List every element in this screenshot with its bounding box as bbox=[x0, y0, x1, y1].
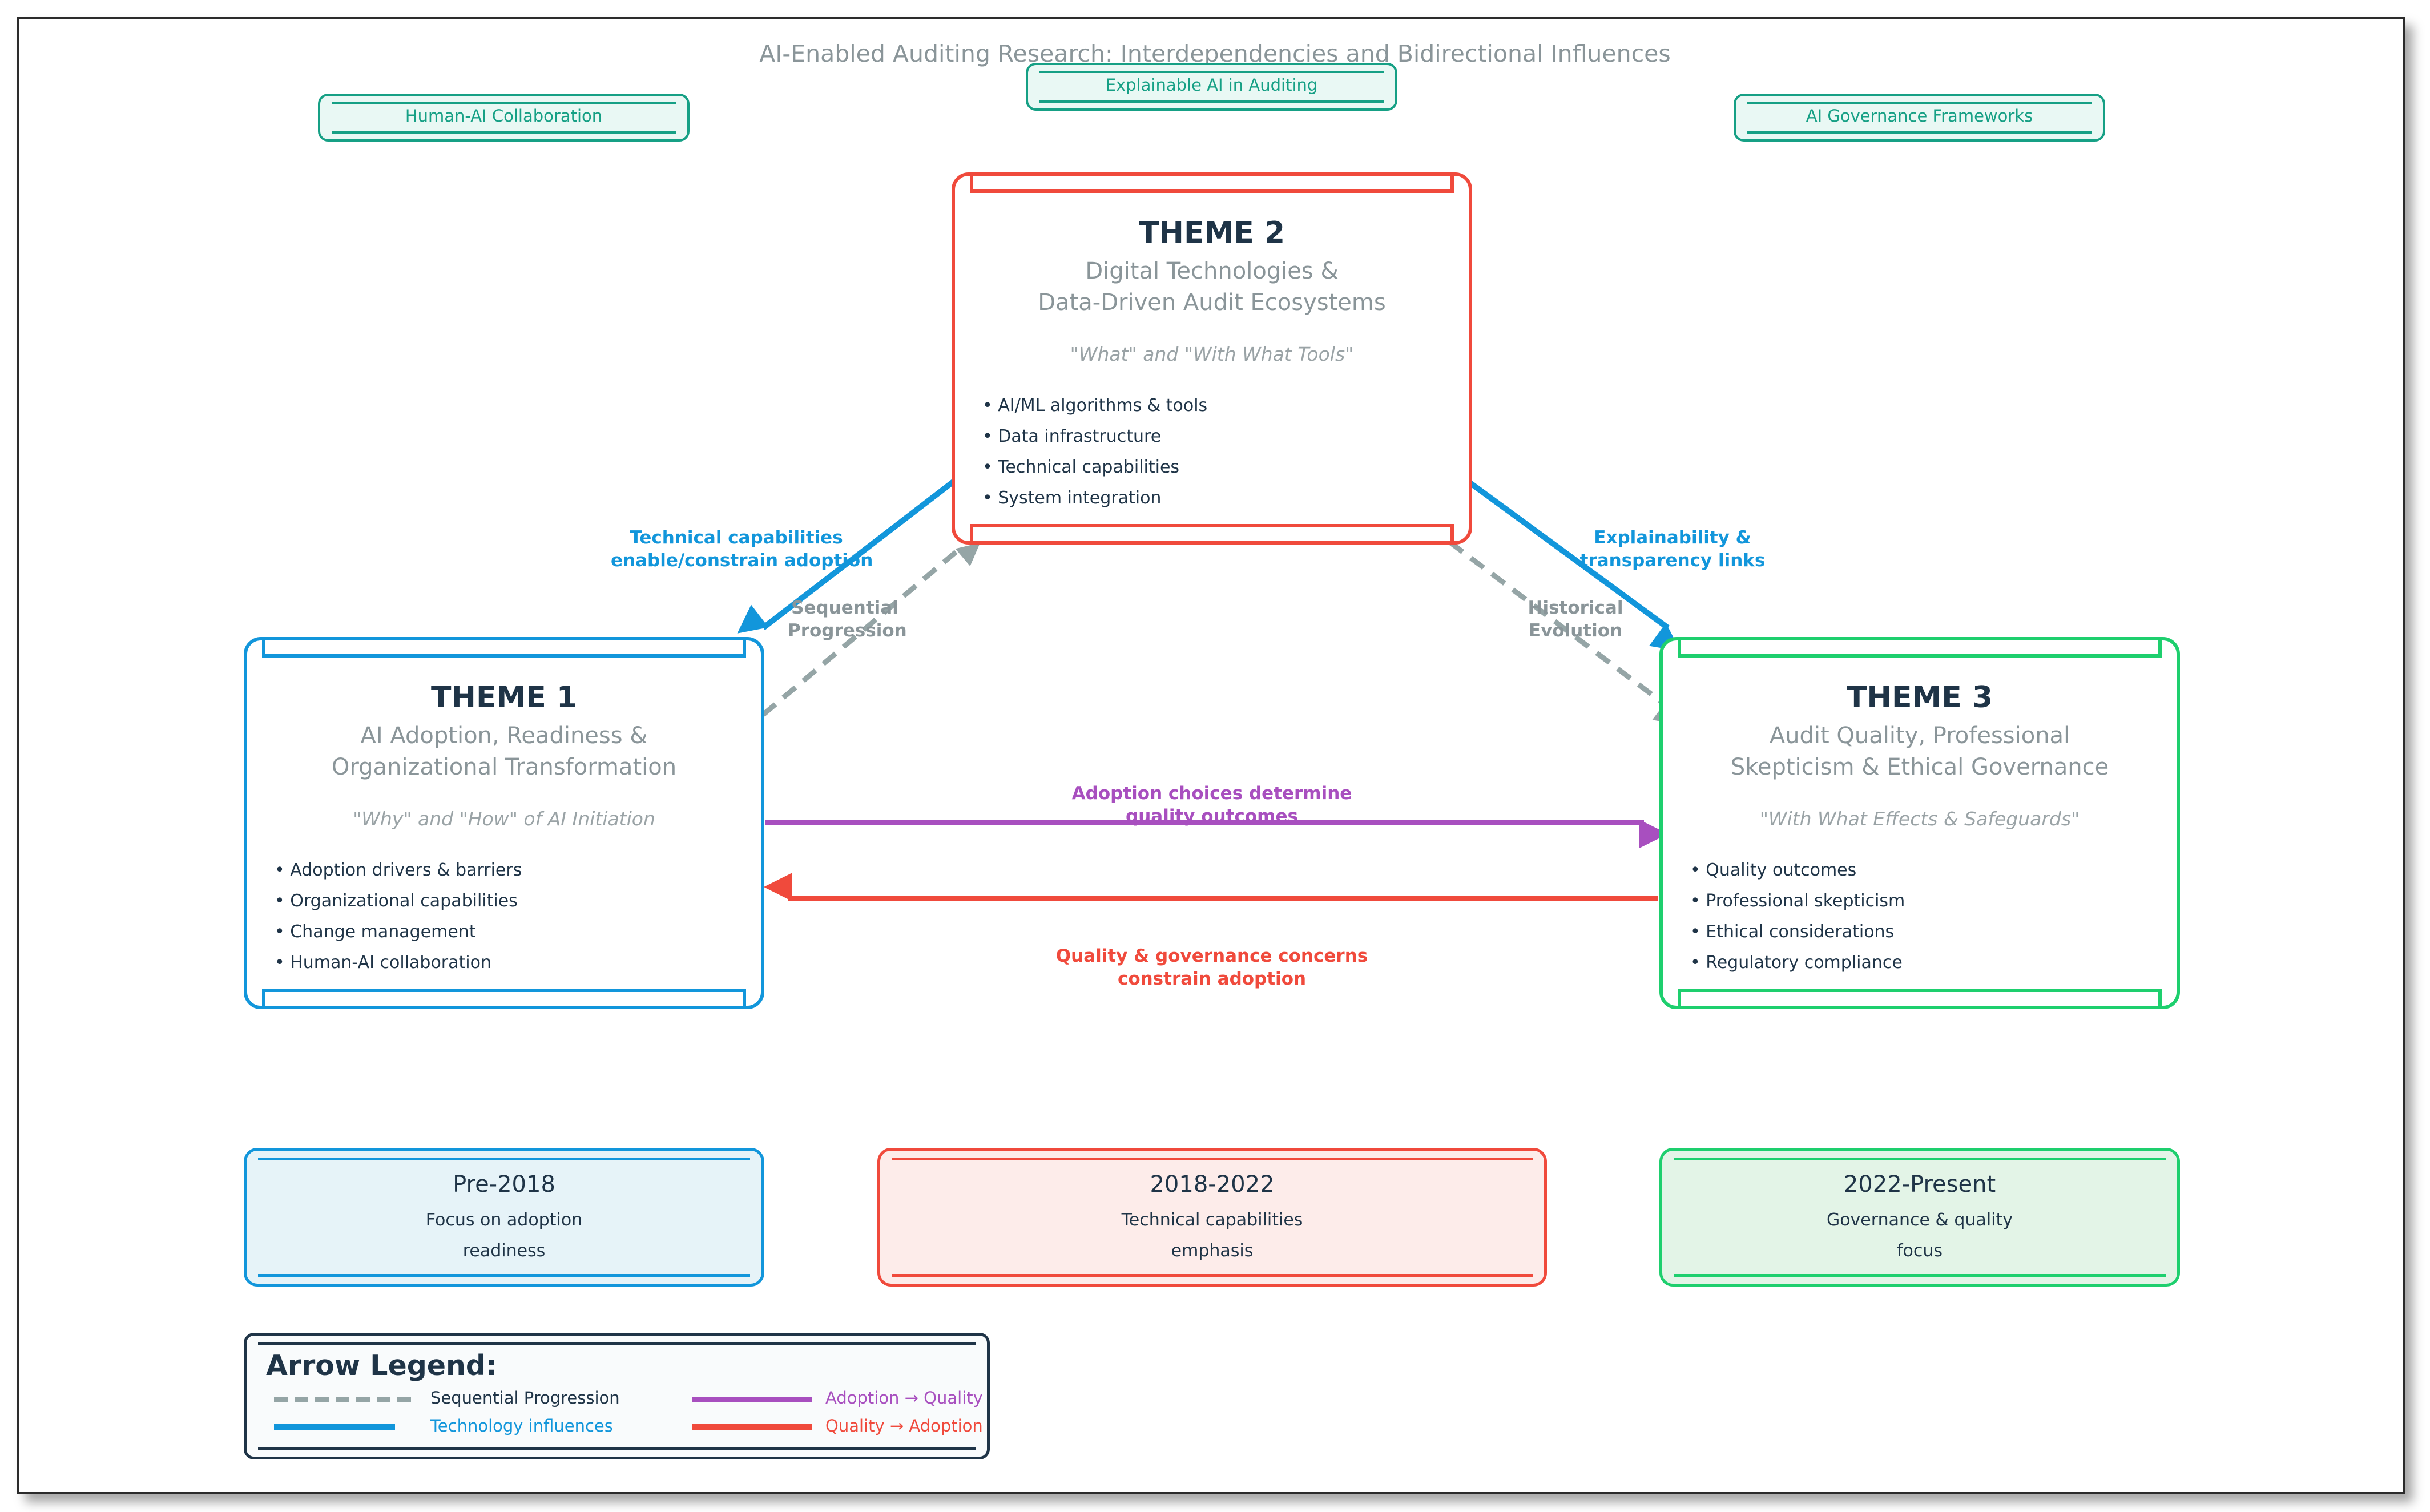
era-title: 2022-Present bbox=[1843, 1171, 1996, 1197]
label-explainability: Explainability &transparency links bbox=[1579, 527, 1766, 571]
arrow-legend: Arrow Legend: Sequential Progression Tec… bbox=[244, 1333, 990, 1459]
theme-question: "With What Effects & Safeguards" bbox=[1759, 808, 2080, 830]
list-item: • System integration bbox=[982, 488, 1162, 508]
list-item: • Human-AI collaboration bbox=[275, 953, 491, 973]
legend-item-adoption-quality: Adoption → Quality bbox=[825, 1388, 983, 1408]
theme-subtitle: Digital Technologies &Data-Driven Audit … bbox=[1038, 258, 1386, 316]
theme-bullets: • Adoption drivers & barriers • Organiza… bbox=[275, 855, 522, 978]
theme-subtitle: AI Adoption, Readiness &Organizational T… bbox=[331, 723, 677, 780]
theme-1-box: THEME 1 AI Adoption, Readiness &Organiza… bbox=[244, 637, 764, 1009]
legend-title: Arrow Legend: bbox=[266, 1349, 497, 1382]
theme-question: "Why" and "How" of AI Initiation bbox=[353, 808, 655, 830]
era-title: Pre-2018 bbox=[453, 1171, 555, 1197]
list-item: • Adoption drivers & barriers bbox=[275, 860, 522, 880]
tech-arrow-t2-t3 bbox=[1448, 465, 1681, 651]
legend-swatches bbox=[274, 1397, 812, 1430]
theme-heading: THEME 2 bbox=[1138, 216, 1285, 250]
tag-label: AI Governance Frameworks bbox=[1806, 106, 2033, 126]
legend-item-sequential: Sequential Progression bbox=[430, 1388, 620, 1408]
theme-2-box: THEME 2 Digital Technologies &Data-Drive… bbox=[952, 172, 1472, 545]
theme-heading: THEME 3 bbox=[1846, 680, 1993, 715]
list-item: • Organizational capabilities bbox=[275, 891, 518, 911]
tag-label: Explainable AI in Auditing bbox=[1105, 75, 1318, 95]
list-item: • Quality outcomes bbox=[1690, 860, 1857, 880]
tag-explainable-ai: Explainable AI in Auditing bbox=[1026, 63, 1397, 111]
era-title: 2018-2022 bbox=[1150, 1171, 1275, 1197]
tag-ai-governance: AI Governance Frameworks bbox=[1734, 94, 2105, 142]
list-item: • Data infrastructure bbox=[982, 426, 1162, 446]
list-item: • Change management bbox=[275, 922, 476, 942]
legend-item-quality-adoption: Quality → Adoption bbox=[825, 1416, 983, 1436]
theme-bullets: • AI/ML algorithms & tools • Data infras… bbox=[982, 390, 1207, 514]
theme-bullets: • Quality outcomes • Professional skepti… bbox=[1690, 855, 1905, 978]
legend-item-technology: Technology influences bbox=[430, 1416, 613, 1436]
tech-arrow-t2-t1 bbox=[737, 464, 976, 634]
list-item: • AI/ML algorithms & tools bbox=[982, 396, 1208, 416]
list-item: • Regulatory compliance bbox=[1690, 953, 1903, 973]
sequential-arrow-t1-t2 bbox=[761, 542, 981, 717]
historical-arrow-t2-t3 bbox=[1448, 540, 1678, 725]
tag-label: Human-AI Collaboration bbox=[405, 106, 603, 126]
theme-heading: THEME 1 bbox=[430, 680, 578, 715]
theme-question: "What" and "With What Tools" bbox=[1070, 343, 1354, 365]
list-item: • Technical capabilities bbox=[982, 457, 1180, 477]
tag-human-ai-collaboration: Human-AI Collaboration bbox=[318, 94, 690, 142]
list-item: • Ethical considerations bbox=[1690, 922, 1895, 942]
list-item: • Professional skepticism bbox=[1690, 891, 1905, 911]
